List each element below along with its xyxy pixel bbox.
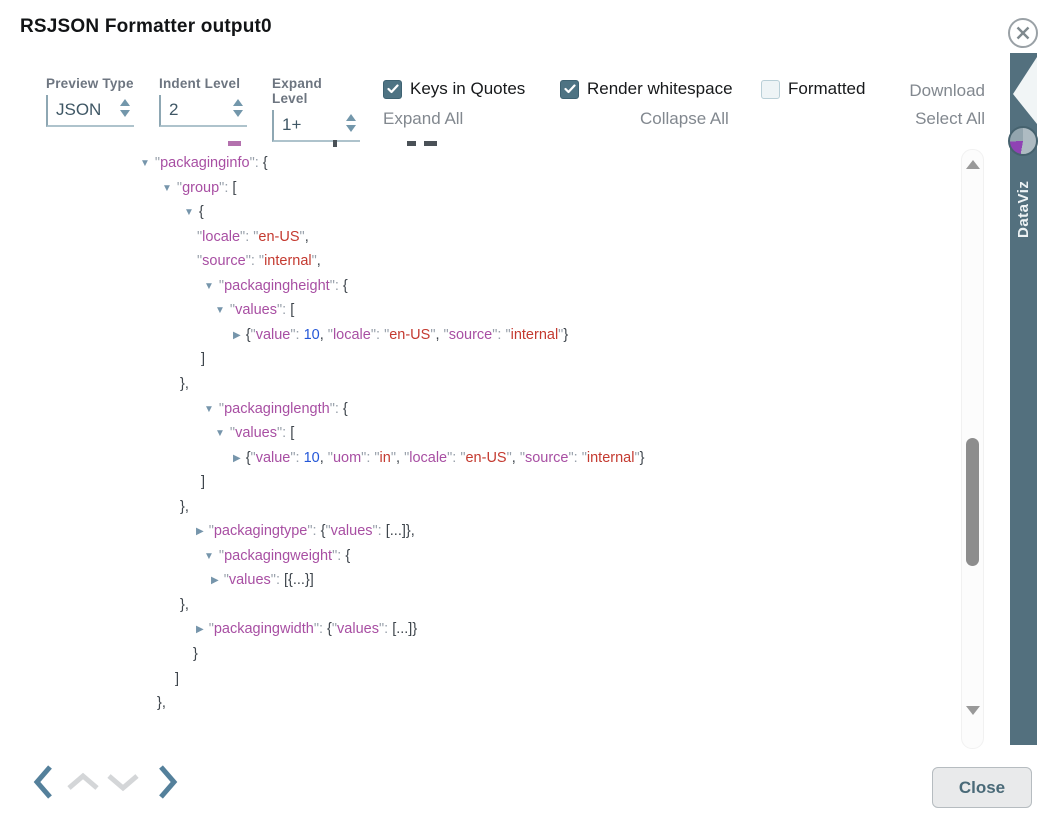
tree-row: ] (201, 351, 206, 368)
preview-type-value: JSON (56, 100, 102, 119)
collapse-node-icon[interactable]: ▼ (204, 280, 214, 292)
check-icon (563, 84, 576, 94)
tree-row[interactable]: ▶{"value": 10, "uom": "in", "locale": "e… (233, 446, 644, 470)
tree-row[interactable]: ▶{"value": 10, "locale": "en-US", "sourc… (233, 323, 568, 347)
checkbox-label: Render whitespace (587, 79, 733, 98)
preview-type-label: Preview Type (46, 76, 134, 91)
expand-node-icon[interactable]: ▶ (196, 624, 204, 636)
spinner-down-icon[interactable] (233, 110, 243, 117)
tree-row: "source": "internal", (197, 253, 321, 270)
scrollbar-up-icon[interactable] (966, 160, 980, 169)
indent-level-value-box[interactable]: 2 (159, 95, 247, 127)
preview-type-select: Preview Type JSON (46, 76, 134, 127)
collapse-all-link[interactable]: Collapse All (640, 109, 729, 128)
tree-row[interactable]: ▼"group": [ (162, 176, 236, 200)
close-button[interactable]: Close (932, 767, 1032, 808)
tree-row: }, (180, 596, 189, 613)
collapse-node-icon[interactable]: ▼ (204, 403, 214, 415)
expand-node-icon[interactable]: ▶ (233, 452, 241, 464)
tree-row: ] (201, 474, 206, 491)
up-arrow-icon[interactable] (64, 770, 102, 794)
tab-collapse-arrow-icon[interactable] (1010, 55, 1037, 125)
tree-row[interactable]: ▼"packagingheight": { (204, 274, 348, 298)
expand-all-link[interactable]: Expand All (383, 109, 464, 128)
clipped-row-fragment (407, 141, 416, 146)
spinner-down-icon[interactable] (346, 125, 356, 132)
tree-row: "locale": "en-US", (197, 228, 309, 245)
collapse-node-icon[interactable]: ▼ (215, 305, 225, 317)
spinner-up-icon[interactable] (120, 99, 130, 106)
select-all-link[interactable]: Select All (915, 109, 985, 128)
checkbox-box[interactable] (560, 79, 579, 99)
indent-level-value: 2 (169, 100, 179, 119)
next-arrow-icon[interactable] (156, 762, 180, 802)
expand-level-label: Expand Level (272, 76, 322, 106)
expand-level-value: 1+ (282, 115, 302, 134)
scrollbar-down-icon[interactable] (966, 706, 980, 715)
download-link[interactable]: Download (909, 81, 985, 100)
tree-row[interactable]: ▼"packaginglength": { (204, 397, 348, 421)
tree-row[interactable]: ▼{ (184, 200, 204, 224)
spinner-up-icon[interactable] (346, 114, 356, 121)
expand-node-icon[interactable]: ▶ (233, 329, 241, 341)
preview-type-value-box[interactable]: JSON (46, 95, 134, 127)
dialog-title: RSJSON Formatter output0 (20, 16, 272, 37)
dataviz-tab-label[interactable]: DataViz (1015, 180, 1032, 239)
expand-node-icon[interactable]: ▶ (211, 575, 219, 587)
tree-row[interactable]: ▶"values": [{...}] (211, 568, 314, 592)
tree-row[interactable]: ▶"packagingtype": {"values": [...]}, (196, 519, 415, 543)
indent-level-spinner[interactable] (233, 99, 243, 117)
expand-level-select: Expand Level 1+ (272, 76, 360, 142)
checkbox-render-whitespace[interactable]: Render whitespace (560, 79, 733, 99)
clipped-row-fragment (228, 141, 241, 146)
collapse-node-icon[interactable]: ▼ (215, 428, 225, 440)
collapse-node-icon[interactable]: ▼ (140, 158, 150, 169)
scrollbar-thumb[interactable] (966, 438, 979, 566)
collapse-node-icon[interactable]: ▼ (204, 550, 214, 562)
tree-row[interactable]: ▼"values": [ (215, 421, 294, 445)
down-arrow-icon[interactable] (104, 770, 142, 794)
tree-row[interactable]: ▶"packagingwidth": {"values": [...]} (196, 617, 417, 641)
prev-arrow-icon[interactable] (31, 762, 55, 802)
expand-node-icon[interactable]: ▶ (196, 526, 204, 538)
checkbox-label: Keys in Quotes (410, 79, 526, 98)
checkbox-label: Formatted (788, 79, 866, 98)
checkbox-keys-in-quotes[interactable]: Keys in Quotes (383, 79, 525, 99)
preview-type-spinner[interactable] (120, 99, 130, 117)
check-icon (386, 84, 399, 94)
json-tree: ▼"packaginginfo": {▼"group": [▼{ "locale"… (140, 140, 644, 712)
expand-level-spinner[interactable] (346, 114, 356, 132)
tree-row: }, (180, 498, 189, 515)
clipped-row-fragment (333, 140, 337, 147)
tree-row: } (193, 646, 198, 662)
checkbox-box[interactable] (383, 79, 402, 99)
tree-row: }, (180, 375, 189, 392)
dataviz-tab[interactable] (1010, 53, 1037, 745)
indent-level-label: Indent Level (159, 76, 241, 91)
checkbox-formatted[interactable]: Formatted (761, 79, 865, 99)
tree-row[interactable]: ▼"values": [ (215, 298, 294, 322)
pie-chart-icon (1008, 126, 1038, 156)
expand-level-value-box[interactable]: 1+ (272, 110, 360, 142)
clipped-row-fragment (424, 141, 437, 146)
collapse-node-icon[interactable]: ▼ (184, 207, 194, 219)
spinner-down-icon[interactable] (120, 110, 130, 117)
close-dialog-icon[interactable] (1006, 16, 1040, 50)
tree-row: }, (157, 695, 166, 712)
tree-row: ] (175, 670, 180, 687)
checkbox-box[interactable] (761, 79, 780, 99)
collapse-node-icon[interactable]: ▼ (162, 182, 172, 194)
spinner-up-icon[interactable] (233, 99, 243, 106)
tree-row[interactable]: ▼"packaginginfo": { (140, 151, 268, 175)
indent-level-select: Indent Level 2 (159, 76, 247, 127)
tree-row[interactable]: ▼"packagingweight": { (204, 544, 350, 568)
